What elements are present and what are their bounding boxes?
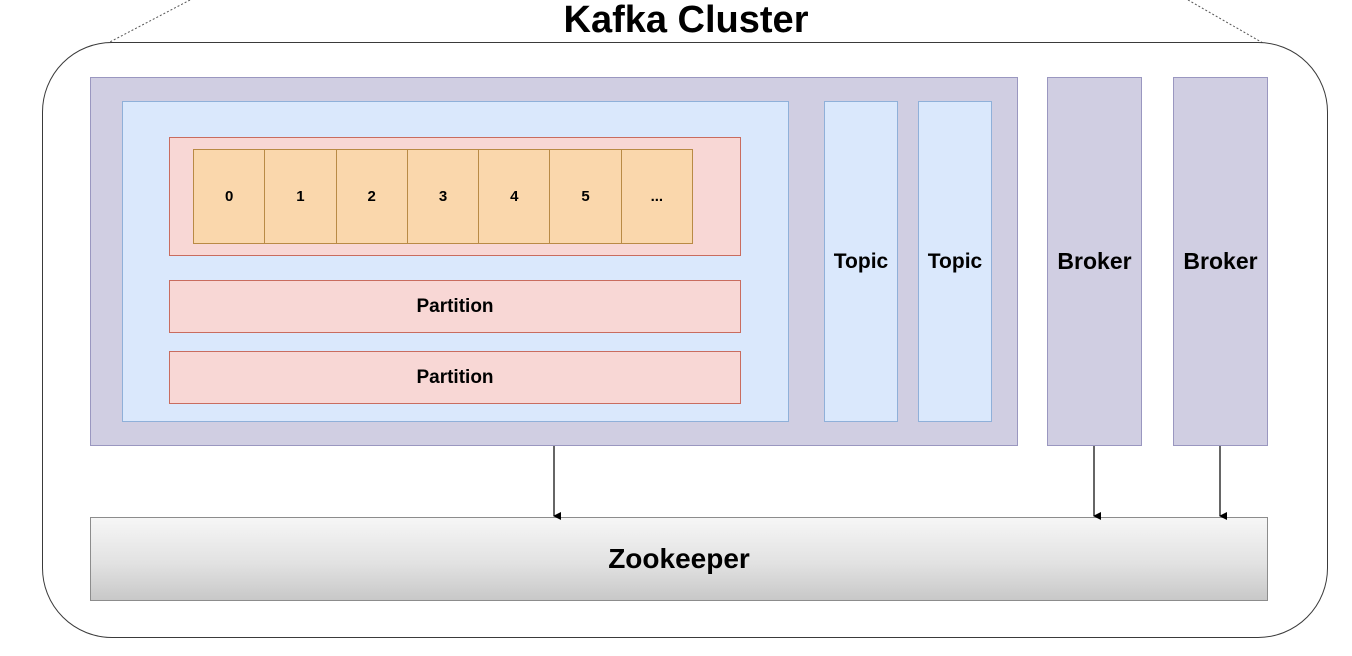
cluster-title: Kafka Cluster <box>563 0 809 41</box>
partition-box: Partition <box>169 351 741 404</box>
offset-cell: 2 <box>336 150 408 243</box>
topic-box: Topic <box>824 101 898 422</box>
topic-box: Topic <box>918 101 992 422</box>
offset-cell: 5 <box>550 150 622 243</box>
offset-cell: 0 <box>194 150 266 243</box>
broker-box: Broker <box>1173 77 1268 446</box>
offsets-row: 0 1 2 3 4 5 ... <box>193 149 693 244</box>
broker-box: Broker <box>1047 77 1142 446</box>
offset-cell: 4 <box>479 150 551 243</box>
offset-cell-ellipsis: ... <box>621 150 692 243</box>
zookeeper-box: Zookeeper <box>90 517 1268 601</box>
offset-cell: 3 <box>407 150 480 243</box>
offset-cell: 1 <box>265 150 337 243</box>
partition-box: Partition <box>169 280 741 333</box>
